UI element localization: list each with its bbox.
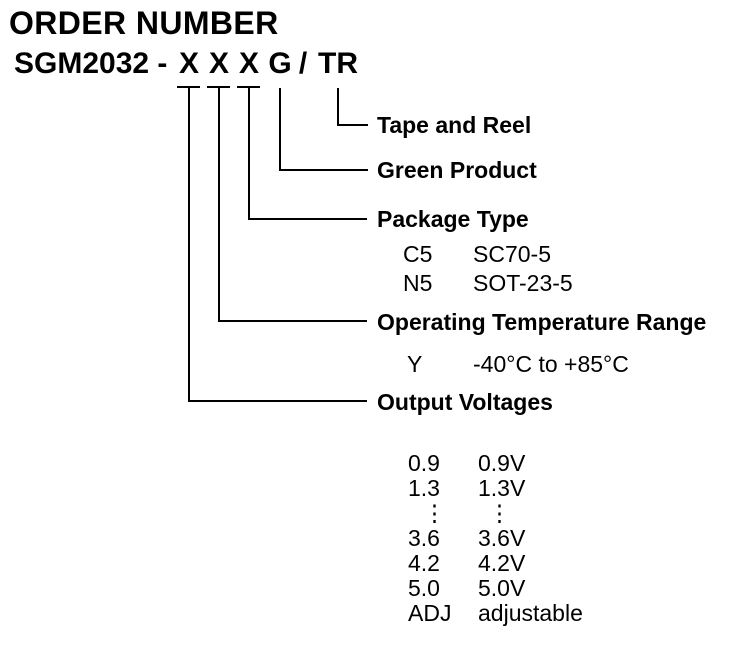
operating-temperature-range-label: Operating Temperature Range [377, 309, 707, 335]
voltage-ellipsis-desc: ⋮ [488, 500, 511, 526]
part-separator: / [298, 47, 308, 80]
package-option-code: C5 [403, 241, 433, 267]
voltage-option-code: 1.3 [408, 475, 440, 501]
voltage-ellipsis-code: ⋮ [423, 500, 446, 526]
output-voltages-vline [188, 86, 190, 402]
voltage-option-row: 1.3 1.3V [408, 475, 583, 501]
voltage-option-desc: 3.6V [478, 525, 526, 551]
output-voltages-label: Output Voltages [377, 389, 553, 415]
voltage-option-row: ADJ adjustable [408, 600, 583, 626]
part-number: SGM2032 - X X X G / TR [0, 49, 737, 85]
voltage-option-code: 3.6 [408, 525, 440, 551]
voltage-option-row: 0.9 0.9V [408, 450, 583, 476]
green-product-label: Green Product [377, 157, 537, 183]
part-digit-1: X [178, 47, 200, 80]
part-digit-2: X [208, 47, 230, 80]
package-type-vline [248, 86, 250, 220]
part-digit-3: X [238, 47, 260, 80]
voltage-option-desc: 1.3V [478, 475, 526, 501]
voltage-option-code: 5.0 [408, 575, 440, 601]
voltage-option-code: 4.2 [408, 550, 440, 576]
voltage-option-desc: 4.2V [478, 550, 526, 576]
voltage-ellipsis-row: ⋮ ⋮ [408, 500, 583, 526]
voltage-option-code: 0.9 [408, 450, 440, 476]
package-option-code: N5 [403, 270, 433, 296]
voltage-option-row: 3.6 3.6V [408, 525, 583, 551]
voltage-option-code: ADJ [408, 600, 452, 626]
package-type-label: Package Type [377, 206, 529, 232]
tape-reel-hline [337, 124, 368, 126]
temperature-range-hline [218, 320, 367, 322]
package-option-row: N5 SOT-23-5 [403, 269, 573, 298]
page-title: ORDER NUMBER [9, 5, 279, 41]
tape-and-reel-label: Tape and Reel [377, 112, 532, 138]
temperature-range-options: Y -40°C to +85°C [407, 350, 629, 377]
part-suffix: TR [318, 47, 358, 80]
temperature-range-vline [218, 86, 220, 322]
voltage-option-row: 4.2 4.2V [408, 550, 583, 576]
voltage-option-row: 5.0 5.0V [408, 575, 583, 601]
tape-reel-vline [337, 88, 339, 126]
part-green-code: G [268, 47, 292, 80]
voltage-option-desc: adjustable [478, 600, 583, 626]
temperature-option-desc: -40°C to +85°C [473, 350, 629, 377]
voltage-option-desc: 0.9V [478, 450, 526, 476]
package-option-row: C5 SC70-5 [403, 240, 573, 269]
package-option-desc: SOT-23-5 [473, 270, 573, 296]
temperature-option-row: Y -40°C to +85°C [407, 350, 629, 377]
output-voltage-options: 0.9 0.9V 1.3 1.3V ⋮ ⋮ 3.6 3.6V 4.2 4.2V … [408, 450, 583, 626]
part-prefix: SGM2032 - [14, 47, 168, 80]
package-option-desc: SC70-5 [473, 241, 551, 267]
temperature-option-code: Y [407, 350, 423, 377]
package-type-options: C5 SC70-5 N5 SOT-23-5 [403, 240, 573, 298]
package-type-hline [248, 218, 367, 220]
green-product-vline [279, 88, 281, 171]
output-voltages-hline [188, 400, 367, 402]
voltage-option-desc: 5.0V [478, 575, 526, 601]
green-product-hline [279, 169, 368, 171]
